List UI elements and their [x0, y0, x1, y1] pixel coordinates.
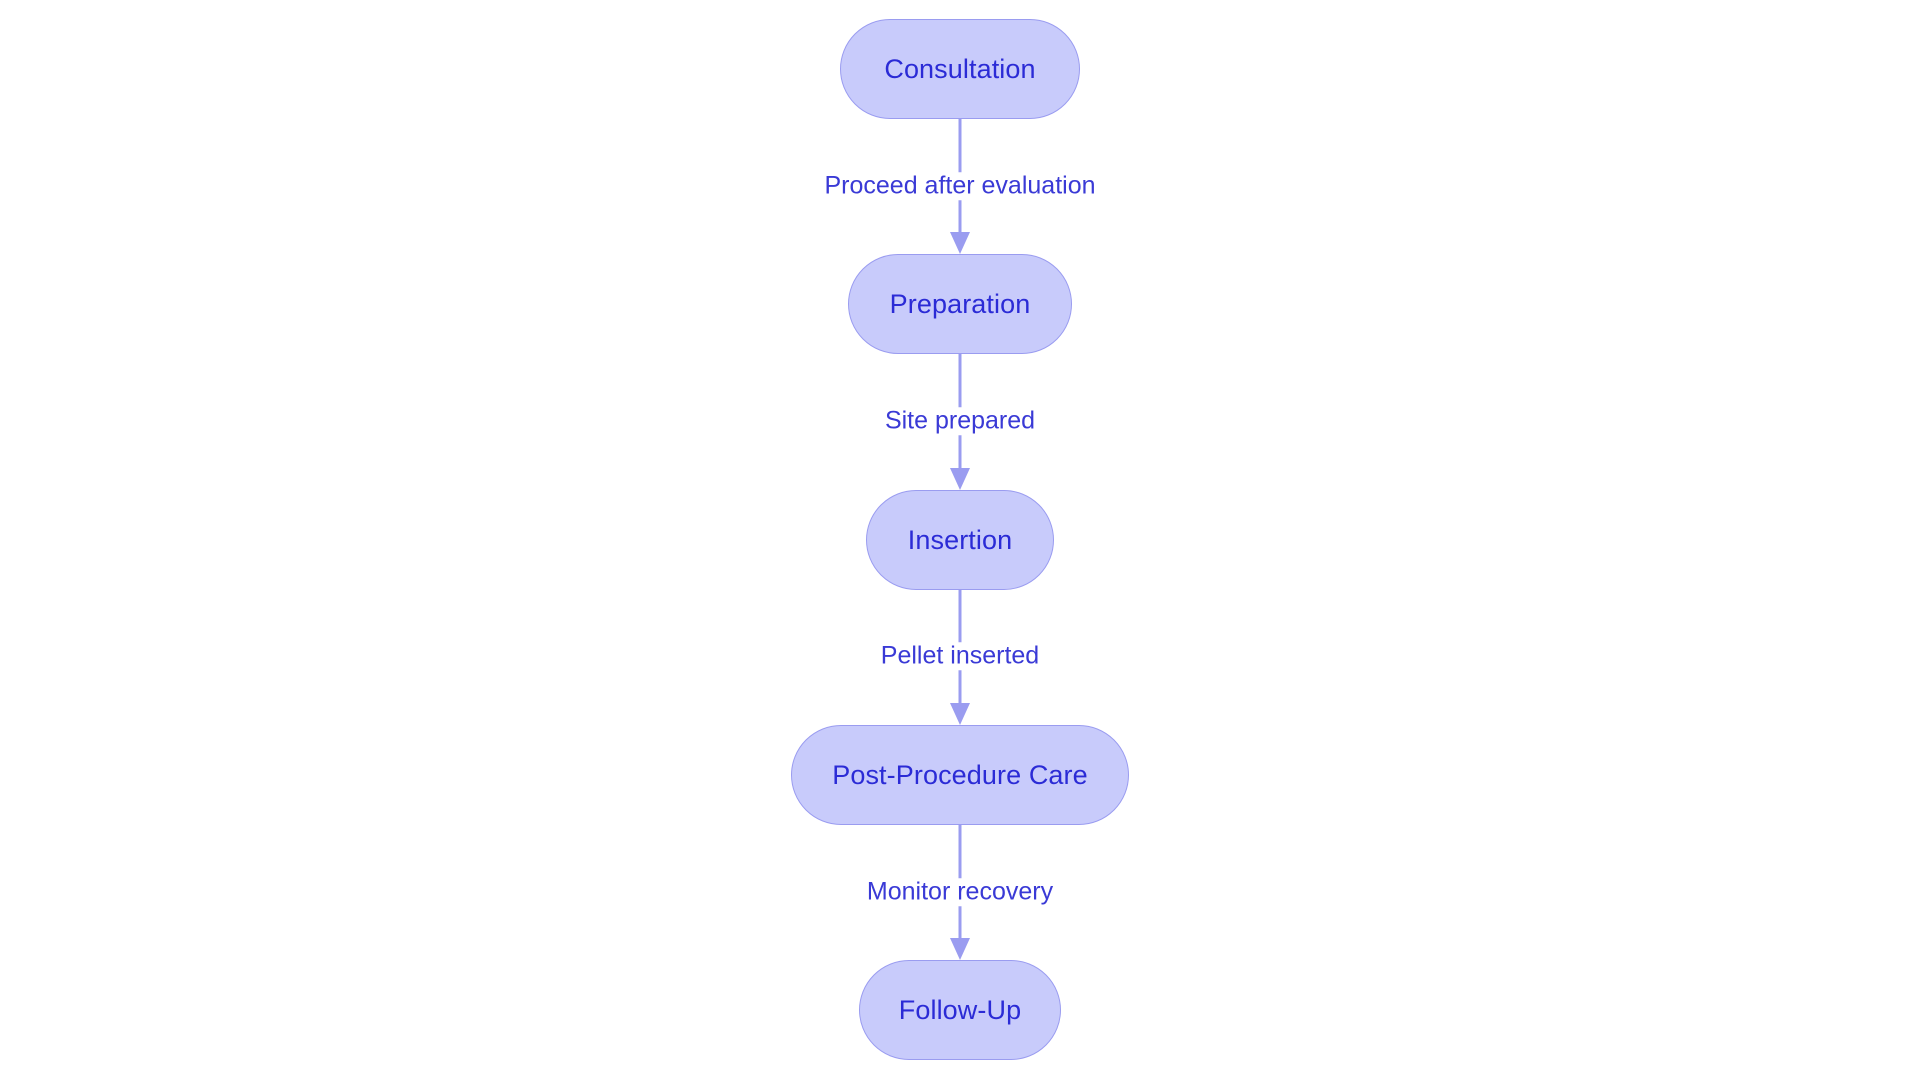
- edge-label-site-prepared: Site prepared: [878, 407, 1042, 435]
- edge-arrowhead-icon: [950, 468, 970, 490]
- edge-arrowhead-icon: [950, 703, 970, 725]
- flow-node-insertion[interactable]: Insertion: [866, 490, 1054, 590]
- edge-arrowhead-icon: [950, 938, 970, 960]
- flow-node-consultation[interactable]: Consultation: [840, 19, 1080, 119]
- edge-label-proceed-after-evaluation: Proceed after evaluation: [818, 172, 1102, 200]
- flow-node-label: Post-Procedure Care: [832, 759, 1088, 790]
- flow-node-label: Preparation: [889, 288, 1031, 319]
- flow-node-label: Follow-Up: [898, 994, 1022, 1025]
- flow-node-label: Consultation: [884, 53, 1036, 84]
- edge-arrowhead-icon: [950, 232, 970, 254]
- flow-node-follow-up[interactable]: Follow-Up: [859, 960, 1061, 1060]
- flow-node-post-procedure-care[interactable]: Post-Procedure Care: [791, 725, 1129, 825]
- flow-node-preparation[interactable]: Preparation: [848, 254, 1072, 354]
- edge-label-monitor-recovery: Monitor recovery: [860, 878, 1060, 906]
- flow-node-label: Insertion: [907, 524, 1013, 555]
- edge-label-pellet-inserted: Pellet inserted: [874, 642, 1046, 670]
